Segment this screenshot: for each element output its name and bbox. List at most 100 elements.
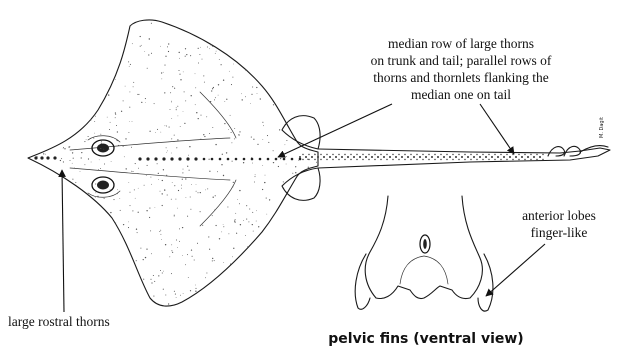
annotation-median-line-1: median row of large thorns xyxy=(388,36,534,51)
tail-thorn xyxy=(428,154,429,155)
tail-thorn xyxy=(476,159,477,160)
tail-thorn xyxy=(440,154,441,155)
tail-thorn xyxy=(410,159,411,160)
tail-thorn xyxy=(524,159,525,160)
disc xyxy=(28,20,318,306)
median-thorn-row xyxy=(138,154,543,161)
tail-thorn xyxy=(380,154,381,155)
tail-thorn xyxy=(344,159,345,160)
thorn xyxy=(283,158,286,161)
tail-thorn xyxy=(413,156,415,158)
tail-thorn xyxy=(461,156,463,158)
thorn xyxy=(275,158,278,161)
tail-thorn xyxy=(332,154,333,155)
pelvic-fin-upper xyxy=(282,116,320,149)
tail-thorn xyxy=(470,159,471,160)
tail-thorn xyxy=(329,156,331,158)
tail-thorn xyxy=(476,154,477,155)
tail-thorn xyxy=(356,154,357,155)
tail-thorn xyxy=(338,154,339,155)
tail-thorn xyxy=(506,159,507,160)
tail-thorn xyxy=(542,154,543,155)
annotation-rostral-text: large rostral thorns xyxy=(8,314,110,329)
tail-thorn xyxy=(449,156,451,158)
tail-thorn xyxy=(455,156,457,158)
tail-thorn xyxy=(347,156,349,158)
tail-thorn xyxy=(371,156,373,158)
tail-thorn xyxy=(488,154,489,155)
annotation-lobes-line-1: anterior lobes xyxy=(522,208,596,223)
tail-thorn xyxy=(464,159,465,160)
tail-thorn xyxy=(299,156,301,158)
annotation-median-row: median row of large thorns on trunk and … xyxy=(278,36,552,157)
tail-thorn xyxy=(530,154,531,155)
tail-thorn xyxy=(389,156,391,158)
thorn xyxy=(154,157,157,160)
tail-thorn xyxy=(350,154,351,155)
tail-thorn xyxy=(368,159,369,160)
tail-thorn xyxy=(317,156,319,158)
tail-thorn xyxy=(440,159,441,160)
tail-thorn xyxy=(446,159,447,160)
tail-thorn xyxy=(503,156,505,158)
tail-thorn xyxy=(491,156,493,158)
tail-thorn xyxy=(542,159,543,160)
thorn xyxy=(227,158,230,161)
tail-thorn xyxy=(410,154,411,155)
tail-thorn xyxy=(464,154,465,155)
tail-thorn xyxy=(308,154,309,155)
tail-thorn xyxy=(467,156,469,158)
tail-thorn xyxy=(428,159,429,160)
thorn xyxy=(146,157,149,160)
tail-thorn xyxy=(527,156,529,158)
tail-thorn xyxy=(404,159,405,160)
annotation-lobes-line-2: finger-like xyxy=(531,225,588,240)
rostral-thorns xyxy=(34,156,56,159)
tail-thorn xyxy=(404,154,405,155)
tail-thorn xyxy=(353,156,355,158)
tail-thorn xyxy=(533,156,535,158)
tail-thorn xyxy=(458,154,459,155)
annotation-rostral: large rostral thorns xyxy=(8,170,110,329)
tail-thorn xyxy=(323,156,325,158)
tail-thorn xyxy=(332,159,333,160)
artist-signature: M. Dagit xyxy=(599,117,605,138)
tail-thorn xyxy=(494,154,495,155)
tail-thorn xyxy=(536,154,537,155)
tail-thorn xyxy=(392,159,393,160)
tail-thorn xyxy=(362,159,363,160)
tail-thorn xyxy=(515,156,517,158)
tail-thorn xyxy=(320,154,321,155)
figure-caption: pelvic fins (ventral view) xyxy=(328,331,523,347)
tail-thorn xyxy=(497,156,499,158)
thorn xyxy=(219,158,222,161)
tail-thorn xyxy=(305,156,307,158)
tail-thorn xyxy=(356,159,357,160)
tail-thorn xyxy=(434,159,435,160)
tail-thorn xyxy=(314,159,315,160)
tail-thorn xyxy=(452,159,453,160)
tail-thorn xyxy=(434,154,435,155)
tail-thorn xyxy=(374,159,375,160)
tail-thorn xyxy=(419,156,421,158)
tail-thorn xyxy=(524,154,525,155)
tail-thorn xyxy=(350,159,351,160)
tail-thorn xyxy=(386,154,387,155)
tail-thorn xyxy=(302,159,303,160)
tail-thorn xyxy=(416,154,417,155)
annotation-median-line-4: median one on tail xyxy=(411,87,511,102)
tail-thorn xyxy=(407,156,409,158)
tail-thorn xyxy=(458,159,459,160)
tail-thorn xyxy=(311,156,313,158)
tail-thorn xyxy=(308,159,309,160)
tail-thorn xyxy=(446,154,447,155)
tail-thorn xyxy=(374,154,375,155)
tail-thorn xyxy=(518,154,519,155)
tail-thorn xyxy=(530,159,531,160)
thorn xyxy=(235,158,238,161)
anterior-lobe-left xyxy=(355,254,370,309)
dorsal-fin-1 xyxy=(548,147,565,156)
tail-thorn xyxy=(431,156,433,158)
tail-thorn xyxy=(398,159,399,160)
